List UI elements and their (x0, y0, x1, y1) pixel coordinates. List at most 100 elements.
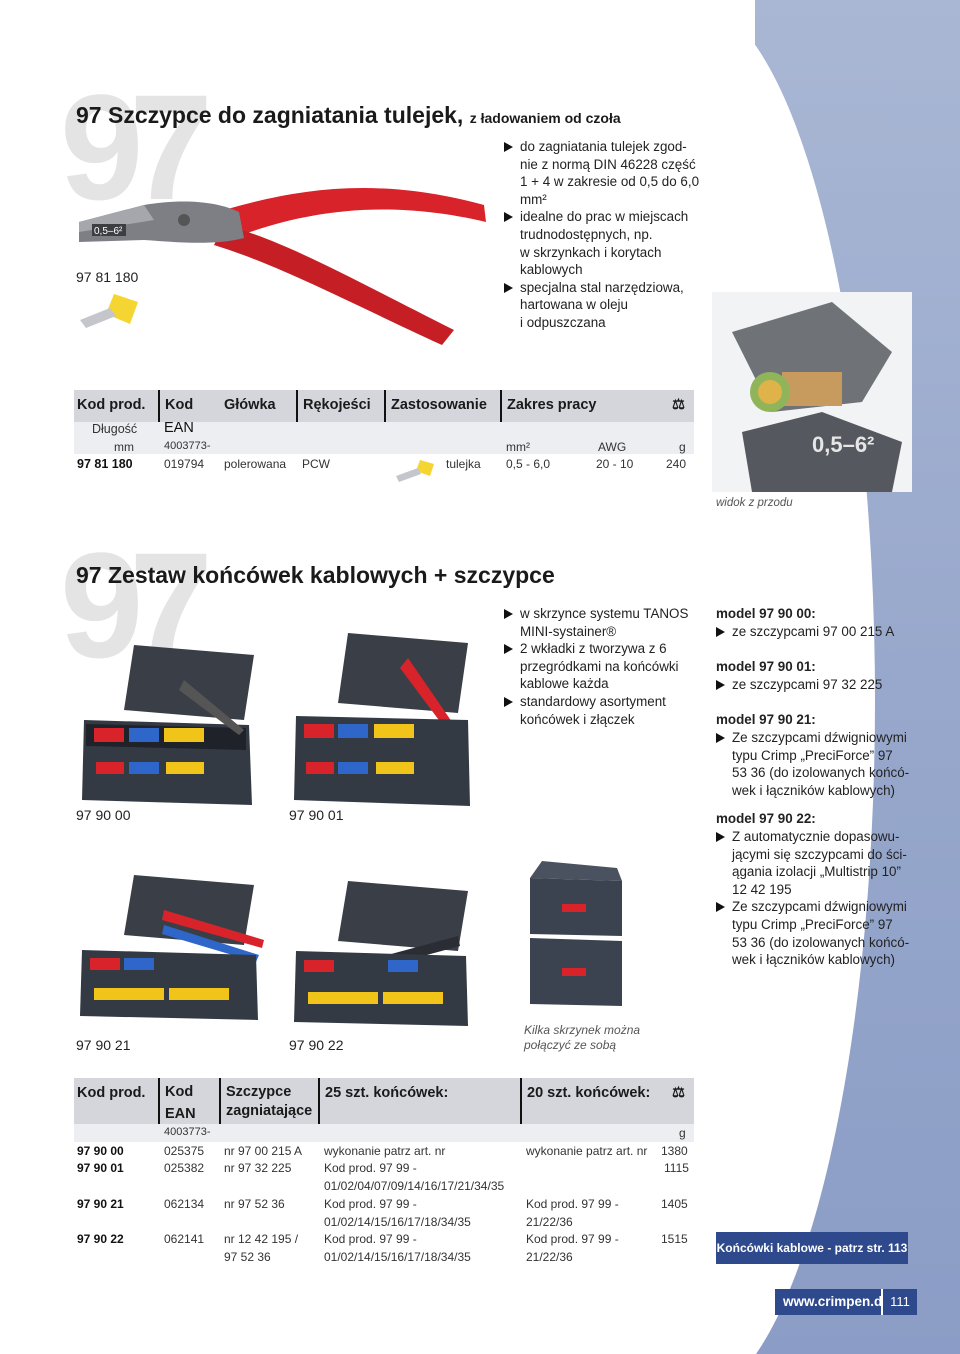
table-row-code: 97 90 22 (77, 1232, 124, 1246)
unit-awg: AWG (598, 440, 627, 454)
closeup-caption: widok z przodu (716, 497, 793, 509)
unit-ean: 4003773- (164, 440, 211, 452)
table-row-weight: 1515 (661, 1232, 688, 1246)
model-title: model 97 90 00: (716, 606, 816, 621)
header-pliers: Szczypce zagniatające (219, 1078, 312, 1124)
row-code: 97 81 180 (77, 457, 133, 471)
table-row-20: Kod prod. 97 99 - (526, 1232, 619, 1246)
header-head: Główka (224, 397, 276, 413)
row-use: tulejka (446, 457, 481, 471)
crimping-pliers-image: 0,5–6² (79, 188, 486, 345)
table-row-25b: 01/02/14/15/16/17/18/34/35 (324, 1215, 471, 1229)
table1-header: Kod prod. Kod Główka Rękojeści Zastosowa… (74, 390, 694, 422)
section1-subtitle: z ładowaniem od czoła (469, 110, 621, 126)
closeup-marking: 0,5–6² (812, 432, 874, 457)
ferrule-image (80, 294, 138, 328)
table-row-25: Kod prod. 97 99 - (324, 1232, 417, 1246)
table-row-pliers: nr 12 42 195 / (224, 1232, 299, 1246)
page-number: 111 (881, 1289, 917, 1315)
terminals-reference-link[interactable]: Końcówki kablowe - patrz str. 113 (716, 1232, 908, 1264)
kit-label-97-90-22: 97 90 22 (289, 1037, 344, 1053)
table-row-20: Kod prod. 97 99 - (526, 1197, 619, 1211)
kit-box-image-97-90-00 (82, 645, 254, 805)
weight-icon: ⚖ (672, 397, 685, 413)
bullet-item: specjalna stal narzędziowa,hartowana w o… (504, 279, 714, 332)
table-row-weight: 1380 (661, 1144, 688, 1158)
row-ean: 019794 (164, 457, 205, 471)
header-use: Zastosowanie (384, 390, 487, 422)
website-link[interactable]: www.crimpen.de (775, 1289, 898, 1315)
unit-g: g (679, 440, 686, 454)
bullet-item: do zagniatania tulejek zgod-nie z normą … (504, 138, 714, 208)
table-row-pliers: nr 97 32 225 (224, 1161, 292, 1175)
unit-mm: mm (114, 440, 134, 454)
table-row-25: Kod prod. 97 99 - (324, 1197, 417, 1211)
header-kod: Kod (158, 390, 193, 422)
unit-mm2: mm² (506, 440, 530, 454)
section1-big-number: 97 (60, 63, 213, 231)
section1-bullets: do zagniatania tulejek zgod-nie z normą … (504, 138, 714, 332)
model-title: model 97 90 22: (716, 811, 816, 827)
kit-box-image-97-90-01 (294, 633, 470, 806)
row-handles: PCW (302, 457, 330, 471)
table-row-20b: 21/22/36 (526, 1215, 573, 1229)
header-code: Kod prod. (77, 1085, 146, 1101)
table-row-ean: 062134 (164, 1197, 205, 1211)
table-row-code: 97 90 01 (77, 1161, 124, 1175)
table1-subheader: Długość EAN mm 4003773- mm² AWG g (74, 420, 694, 454)
header-code: Kod prod. (77, 397, 146, 413)
model-line: ze szczypcami 97 32 225 (716, 676, 916, 694)
header-25: 25 szt. końcówek: (318, 1078, 448, 1124)
header-20: 20 szt. końcówek: (520, 1078, 650, 1124)
kit-label-97-90-21: 97 90 21 (76, 1037, 131, 1053)
table-row-code: 97 90 00 (77, 1144, 124, 1158)
closeup-front-view-image: 0,5–6² (712, 292, 912, 492)
table-row-25b: 01/02/14/15/16/17/18/34/35 (324, 1250, 471, 1264)
table-row-pliers: nr 97 52 36 (224, 1197, 285, 1211)
row-head: polerowana (224, 457, 287, 471)
table-row-20b: 21/22/36 (526, 1250, 573, 1264)
ferrule-icon (396, 460, 434, 482)
table-row-20: wykonanie patrz art. nr (526, 1144, 648, 1158)
table-row-weight: 1115 (664, 1161, 689, 1175)
stacked-boxes-image (530, 861, 622, 1006)
section2-title: 97 Zestaw końcówek kablowych + szczypce (76, 562, 555, 588)
sub-ean: EAN (164, 420, 194, 436)
sub-length: Długość (92, 422, 138, 436)
section1-title: 97 Szczypce do zagniatania tulejek, z ła… (76, 102, 621, 129)
model-title: model 97 90 01: (716, 659, 816, 675)
table-row-pliers: nr 97 00 215 A (224, 1144, 303, 1158)
unit-ean: 4003773- (164, 1126, 211, 1138)
row-awg: 20 - 10 (596, 457, 634, 471)
table-row-25: Kod prod. 97 99 - (324, 1161, 417, 1175)
models-list: model 97 90 00: ze szczypcami 97 00 215 … (716, 605, 916, 969)
table-row-ean: 025382 (164, 1161, 205, 1175)
table-row-code: 97 90 21 (77, 1197, 124, 1211)
kit-label-97-90-01: 97 90 01 (289, 807, 344, 823)
table-row-pliers2: 97 52 36 (224, 1250, 271, 1264)
kit-label-97-90-00: 97 90 00 (76, 807, 131, 823)
stack-caption: Kilka skrzynek można połączyć ze sobą (524, 1023, 641, 1052)
model-title: model 97 90 21: (716, 712, 816, 728)
table2-header: Kod prod. Kod EAN Szczypce zagniatające … (74, 1078, 694, 1124)
unit-g: g (679, 1126, 686, 1140)
model-line: ze szczypcami 97 00 215 A (716, 623, 916, 641)
model-line: Z automatycznie dopasowu-jącymi się szcz… (716, 828, 916, 898)
kit-box-image-97-90-22 (294, 881, 468, 1026)
table-row-weight: 1405 (661, 1197, 688, 1211)
table-row-ean: 025375 (164, 1144, 205, 1158)
header-kod: Kod EAN (158, 1078, 196, 1124)
header-handles: Rękojeści (296, 390, 371, 422)
header-range: Zakres pracy (500, 390, 596, 422)
section1-title-main: 97 Szczypce do zagniatania tulejek, (76, 102, 464, 128)
row-range: 0,5 - 6,0 (506, 457, 551, 471)
svg-text:0,5–6²: 0,5–6² (94, 226, 123, 237)
row-weight: 240 (666, 457, 687, 471)
section1-product-code: 97 81 180 (76, 269, 139, 285)
weight-icon: ⚖ (672, 1085, 685, 1101)
